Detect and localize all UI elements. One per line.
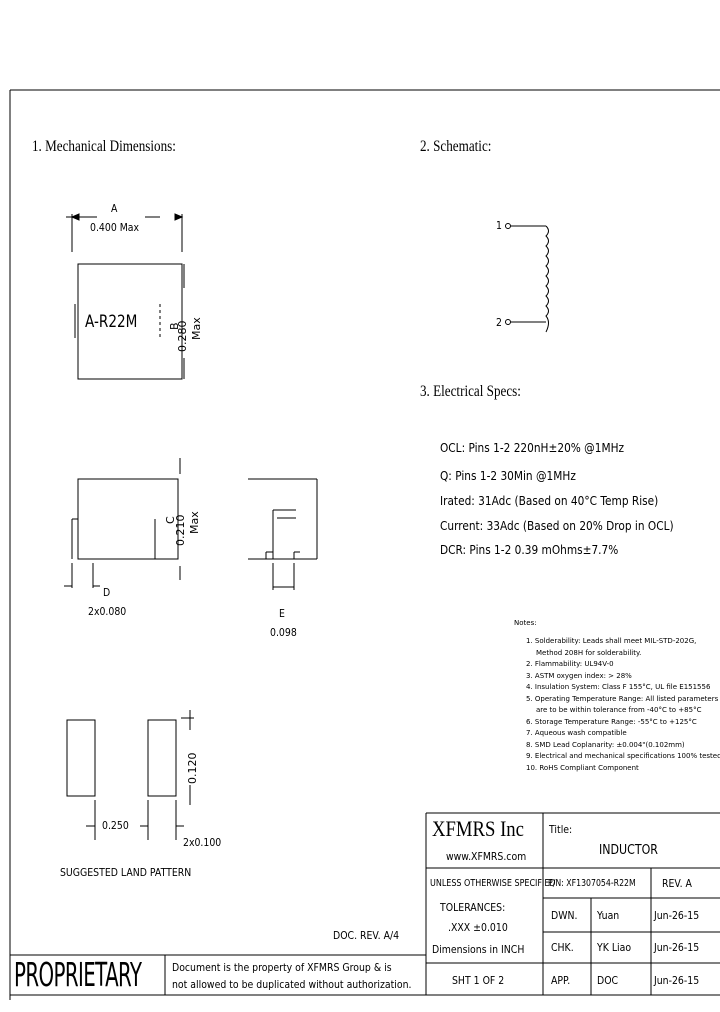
- company-name: XFMRS Inc: [432, 816, 524, 841]
- revision: REV. A: [662, 877, 692, 890]
- dwn-date: Jun-26-15: [654, 909, 700, 922]
- app-label: APP.: [551, 974, 571, 987]
- part-number: P/N: XF1307054-R22M: [548, 878, 636, 889]
- inductor-coil: [545, 225, 549, 333]
- dim-c-value: 0.210: [174, 514, 187, 547]
- title-value: INDUCTOR: [599, 843, 658, 858]
- notes-list: 1. Solderability: Leads shall meet MIL-S…: [526, 636, 720, 774]
- chk-label: CHK.: [551, 941, 574, 954]
- dwn-label: DWN.: [551, 909, 578, 922]
- doc-revision: DOC. REV. A/4: [333, 929, 400, 942]
- dim-e-value: 0.098: [270, 626, 297, 639]
- note-item: 8. SMD Lead Coplanarity: ±0.004"(0.102mm…: [526, 740, 685, 749]
- proprietary-mark: PROPRIETARY: [14, 955, 142, 994]
- note-item: 9. Electrical and mechanical specificati…: [526, 752, 720, 760]
- note-item: Method 208H for solderability.: [536, 648, 642, 657]
- dimensions-unit: Dimensions in INCH: [432, 943, 525, 956]
- title-label: Title:: [549, 823, 573, 836]
- note-item: 5. Operating Temperature Range: All list…: [526, 694, 719, 703]
- land-spacing: 0.250: [102, 819, 129, 832]
- dim-d-value: 2x0.080: [88, 605, 127, 618]
- front-view-body: [77, 478, 179, 560]
- company-website[interactable]: www.XFMRS.com: [446, 850, 527, 863]
- spec-q: Q: Pins 1-2 30Min @1MHz: [440, 469, 576, 483]
- spec-irated: Irated: 31Adc (Based on 40°C Temp Rise): [440, 494, 659, 508]
- note-item: 10. RoHS Compliant Component: [526, 763, 639, 772]
- mechanical-heading: 1. Mechanical Dimensions:: [32, 138, 176, 155]
- top-view-body: [77, 263, 183, 380]
- tolerance-value: .XXX ±0.010: [448, 921, 508, 934]
- note-item: 4. Insulation System: Class F 155°C, UL …: [526, 683, 711, 691]
- schematic-heading: 2. Schematic:: [420, 138, 492, 155]
- spec-ocl: OCL: Pins 1-2 220nH±20% @1MHz: [440, 441, 625, 455]
- dim-e-letter: E: [279, 607, 285, 620]
- chk-name: YK Liao: [597, 941, 632, 954]
- dim-c-max: Max: [188, 511, 201, 534]
- tolerances-label: TOLERANCES:: [440, 901, 506, 914]
- land-caption: SUGGESTED LAND PATTERN: [60, 866, 192, 879]
- pin-1-label: 1: [496, 219, 502, 232]
- land-pad-right: [147, 719, 177, 797]
- app-date: Jun-26-15: [654, 974, 700, 987]
- app-name: DOC: [597, 974, 619, 987]
- notice-line-1: Document is the property of XFMRS Group …: [172, 961, 392, 974]
- dim-b-value: 0.280: [176, 320, 189, 353]
- land-pad-left: [66, 719, 96, 797]
- dim-d-letter: D: [103, 586, 111, 599]
- dwn-name: Yuan: [597, 909, 620, 922]
- notes-title: Notes:: [514, 619, 537, 627]
- notice-line-2: not allowed to be duplicated without aut…: [172, 978, 412, 991]
- spec-dcr: DCR: Pins 1-2 0.39 mOhms±7.7%: [440, 543, 619, 557]
- chk-date: Jun-26-15: [654, 941, 700, 954]
- tolerance-header: UNLESS OTHERWISE SPECIFIED: [430, 878, 556, 889]
- note-item: 2. Flammability: UL94V-0: [526, 660, 614, 668]
- note-item: 6. Storage Temperature Range: -55°C to +…: [526, 717, 697, 726]
- land-width: 2x0.100: [183, 836, 222, 849]
- electrical-heading: 3. Electrical Specs:: [420, 383, 521, 400]
- pin-2-label: 2: [496, 316, 502, 329]
- sheet-number: SHT 1 OF 2: [452, 974, 505, 987]
- spec-current: Current: 33Adc (Based on 20% Drop in OCL…: [440, 519, 674, 533]
- dim-b-max: Max: [190, 317, 203, 340]
- land-height: 0.120: [186, 752, 199, 785]
- note-item: 1. Solderability: Leads shall meet MIL-S…: [526, 637, 697, 645]
- dim-a-value: 0.400 Max: [90, 221, 140, 234]
- dim-a-letter: A: [111, 202, 118, 215]
- note-item: 7. Aqueous wash compatible: [526, 729, 627, 737]
- note-item: 3. ASTM oxygen index: > 28%: [526, 671, 632, 680]
- note-item: are to be within tolerance from -40°C to…: [536, 706, 702, 714]
- part-marking: A-R22M: [85, 312, 138, 332]
